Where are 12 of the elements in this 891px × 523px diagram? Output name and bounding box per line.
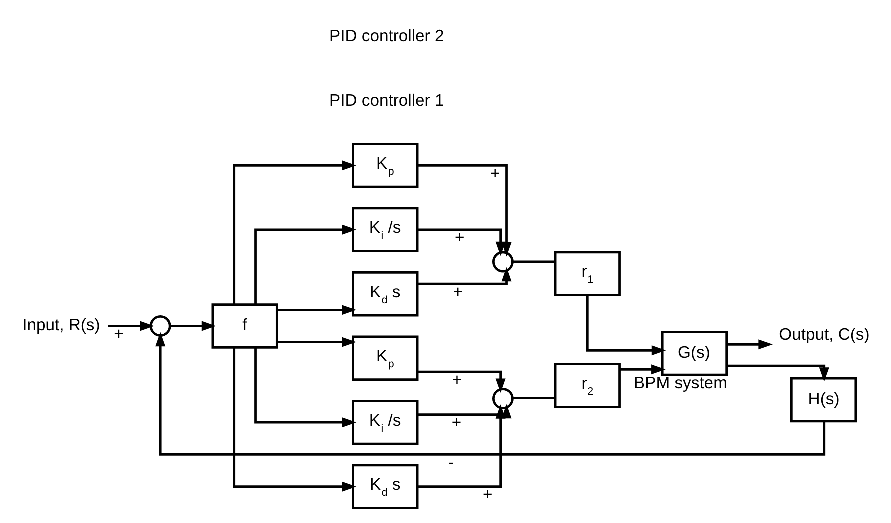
node-text: Input, R(s) (22, 315, 100, 334)
edge-label: + (455, 228, 465, 247)
edge-label: + (453, 282, 463, 301)
label: PID controller 2 (330, 26, 444, 46)
node-text: Output, C(s) (779, 324, 870, 344)
edge-label: + (452, 412, 462, 432)
edge-label: + (483, 484, 493, 504)
label: PID controller 1 (330, 90, 444, 110)
edge-label: + (490, 163, 500, 182)
edge-label: + (452, 370, 462, 389)
edge-label: - (448, 452, 454, 472)
edge-label: + (114, 324, 124, 344)
